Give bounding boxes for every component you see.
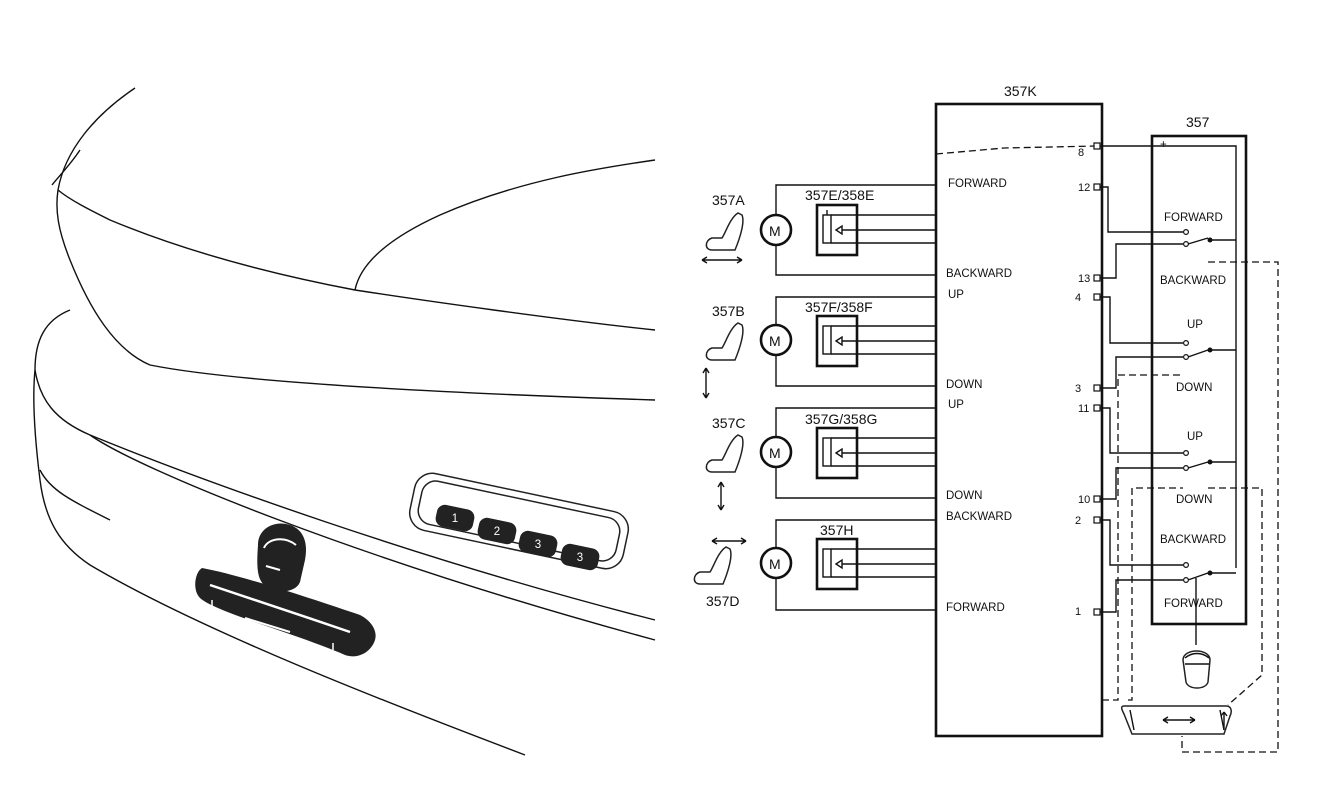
motor-group-357D: 357D M 357H BACKWARD FORWARD (693, 511, 1012, 614)
memory-button-1[interactable]: 1 (434, 503, 476, 532)
motor-357C-top-label: UP (948, 399, 964, 411)
motor-357A-symbol: M (769, 223, 781, 239)
motor-357B-bottom-label: DOWN (946, 379, 982, 391)
control-unit-357K: 357K (934, 83, 1104, 738)
motor-group-357B: 357B M 357F/358F UP DOWN (702, 289, 982, 399)
supply-line (1098, 145, 1237, 568)
switch-label-down-rear: DOWN (1176, 494, 1212, 506)
memory-button-3-label: 3 (535, 539, 541, 551)
pin-11: 11 (1078, 403, 1089, 415)
pin-8: 8 (1078, 147, 1084, 159)
pin-4: 4 (1075, 292, 1081, 304)
round-control-knob[interactable] (1182, 650, 1211, 689)
memory-button-2-label: 2 (494, 526, 500, 538)
switch-label-forward: FORWARD (1164, 212, 1223, 224)
slide-control[interactable] (1120, 705, 1232, 735)
seat-position-lever[interactable] (195, 568, 376, 657)
motor-357C-symbol: M (769, 445, 781, 461)
sensor-label-357F: 357F/358F (805, 299, 873, 315)
seat-cushion-top (34, 309, 656, 621)
pin-10: 10 (1078, 494, 1090, 506)
pin-3: 3 (1075, 383, 1081, 395)
dashed-shield-top (935, 145, 1097, 155)
motor-357D-bottom-label: FORWARD (946, 602, 1005, 614)
switch-label-backward: BACKWARD (1160, 275, 1226, 287)
switch-contacts (1182, 229, 1236, 645)
switch-unit-label: 357 (1186, 114, 1210, 130)
memory-button-1-label: 1 (452, 513, 458, 525)
memory-button-set[interactable]: 3 (559, 542, 601, 571)
memory-button-set-label: 3 (577, 552, 583, 564)
seat-icon-height (702, 322, 744, 399)
seat-backrest-inner (57, 189, 656, 331)
switch-label-forward-rear: FORWARD (1164, 598, 1223, 610)
control-unit-label: 357K (1004, 83, 1037, 99)
motor-group-357A: 357A M 357E/358E FORWARD BACKWARD (701, 178, 1012, 280)
seat-cushion-line-2 (89, 434, 656, 641)
switch-label-up-rear: UP (1187, 431, 1203, 443)
seat-backrest-outline (56, 87, 656, 401)
switch-labels: FORWARD BACKWARD UP DOWN UP DOWN BACKWAR… (1160, 212, 1226, 610)
seat-icon-fore-aft (701, 212, 744, 264)
seat-cushion-edge (33, 369, 526, 756)
motor-group-357C: 357C M 357G/358G UP DOWN (705, 399, 982, 511)
sensor-label-357H: 357H (820, 522, 853, 538)
seat-outline-upper (51, 149, 81, 186)
memory-button-panel: 1 2 3 3 (408, 472, 630, 571)
motor-357D-symbol: M (769, 556, 781, 572)
switch-label-backward-rear: BACKWARD (1160, 534, 1226, 546)
pin-2: 2 (1075, 515, 1081, 527)
motor-357A-top-label: FORWARD (948, 178, 1007, 190)
pin-1: 1 (1075, 606, 1081, 618)
motor-357A-bottom-label: BACKWARD (946, 268, 1012, 280)
memory-button-2[interactable]: 2 (476, 516, 518, 545)
seat-bolster-curve (354, 159, 656, 291)
sensor-label-357E: 357E/358E (805, 187, 874, 203)
motor-357B-top-label: UP (948, 289, 964, 301)
seat-icon-backrest (693, 537, 747, 585)
pin-13: 13 (1078, 273, 1090, 285)
memory-button-3[interactable]: 3 (517, 529, 559, 558)
seat-icon-tilt (705, 434, 744, 511)
sensor-label-357G: 357G/358G (805, 411, 877, 427)
seat-illustration: 1 2 3 3 (33, 87, 656, 756)
control-unit-pins: 8 12 13 4 3 11 10 2 1 (1075, 142, 1101, 618)
switch-plus-sign: + (1160, 139, 1167, 151)
switch-label-down-front: DOWN (1176, 382, 1212, 394)
motor-id-357A: 357A (712, 192, 745, 208)
motor-id-357D: 357D (706, 593, 739, 609)
dashed-mechanical-links (1102, 261, 1279, 753)
seat-cushion-line (39, 469, 111, 521)
motor-357B-symbol: M (769, 333, 781, 349)
motor-id-357C: 357C (712, 415, 745, 431)
interconnect-wires (1100, 186, 1183, 613)
motor-357D-top-label: BACKWARD (946, 511, 1012, 523)
switch-unit-357: 357 + (1150, 114, 1248, 626)
switch-label-up-front: UP (1187, 319, 1203, 331)
motor-id-357B: 357B (712, 303, 745, 319)
pin-12: 12 (1078, 182, 1090, 194)
backrest-knob[interactable] (257, 523, 307, 592)
motor-357C-bottom-label: DOWN (946, 490, 982, 502)
